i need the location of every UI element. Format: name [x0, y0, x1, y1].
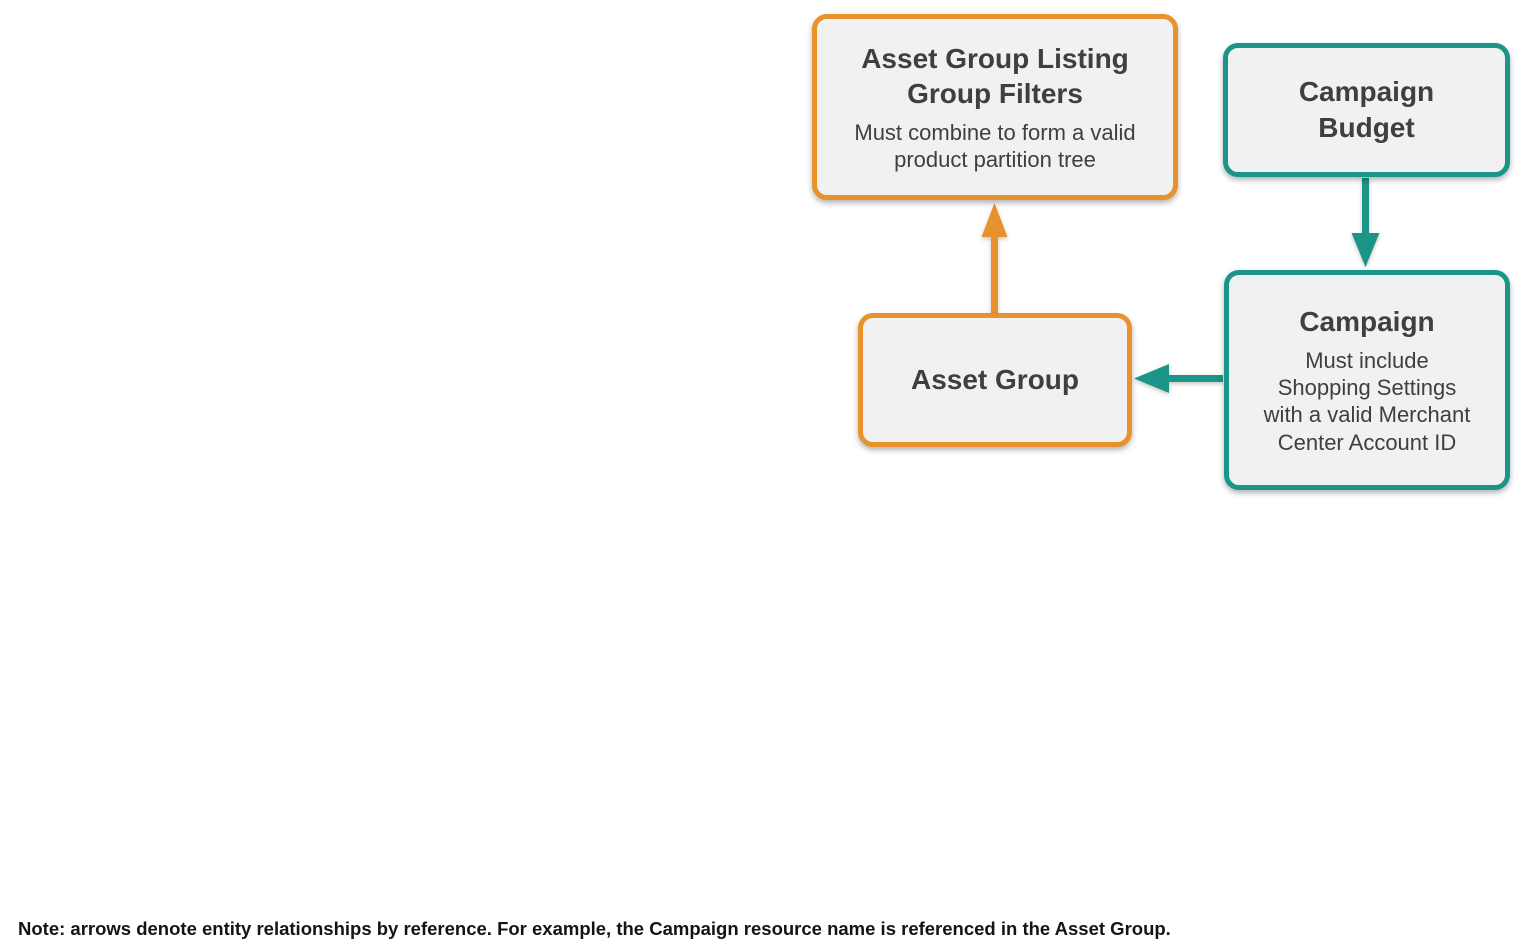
node-title: Campaign: [1299, 306, 1435, 338]
node-asset-group-listing-group-filters: Asset Group Listing Group Filters Must c…: [812, 14, 1178, 200]
node-title: Asset Group Listing Group Filters: [861, 42, 1129, 110]
arrow-campaign-to-asset-group: [1134, 364, 1223, 393]
node-campaign: Campaign Must include Shopping Settings …: [1224, 270, 1510, 490]
node-subtitle: Must include Shopping Settings with a va…: [1263, 347, 1471, 455]
footnote: Note: arrows denote entity relationships…: [18, 918, 1171, 939]
node-campaign-budget: Campaign Budget: [1223, 43, 1510, 177]
node-title: Asset Group: [910, 364, 1080, 396]
node-asset-group: Asset Group: [858, 313, 1132, 447]
arrow-asset-group-to-listing-filters: [981, 203, 1008, 314]
node-title: Campaign Budget: [1298, 76, 1435, 143]
node-subtitle: Must combine to form a valid product par…: [854, 119, 1136, 173]
arrow-campaign-budget-to-campaign: [1351, 178, 1380, 267]
